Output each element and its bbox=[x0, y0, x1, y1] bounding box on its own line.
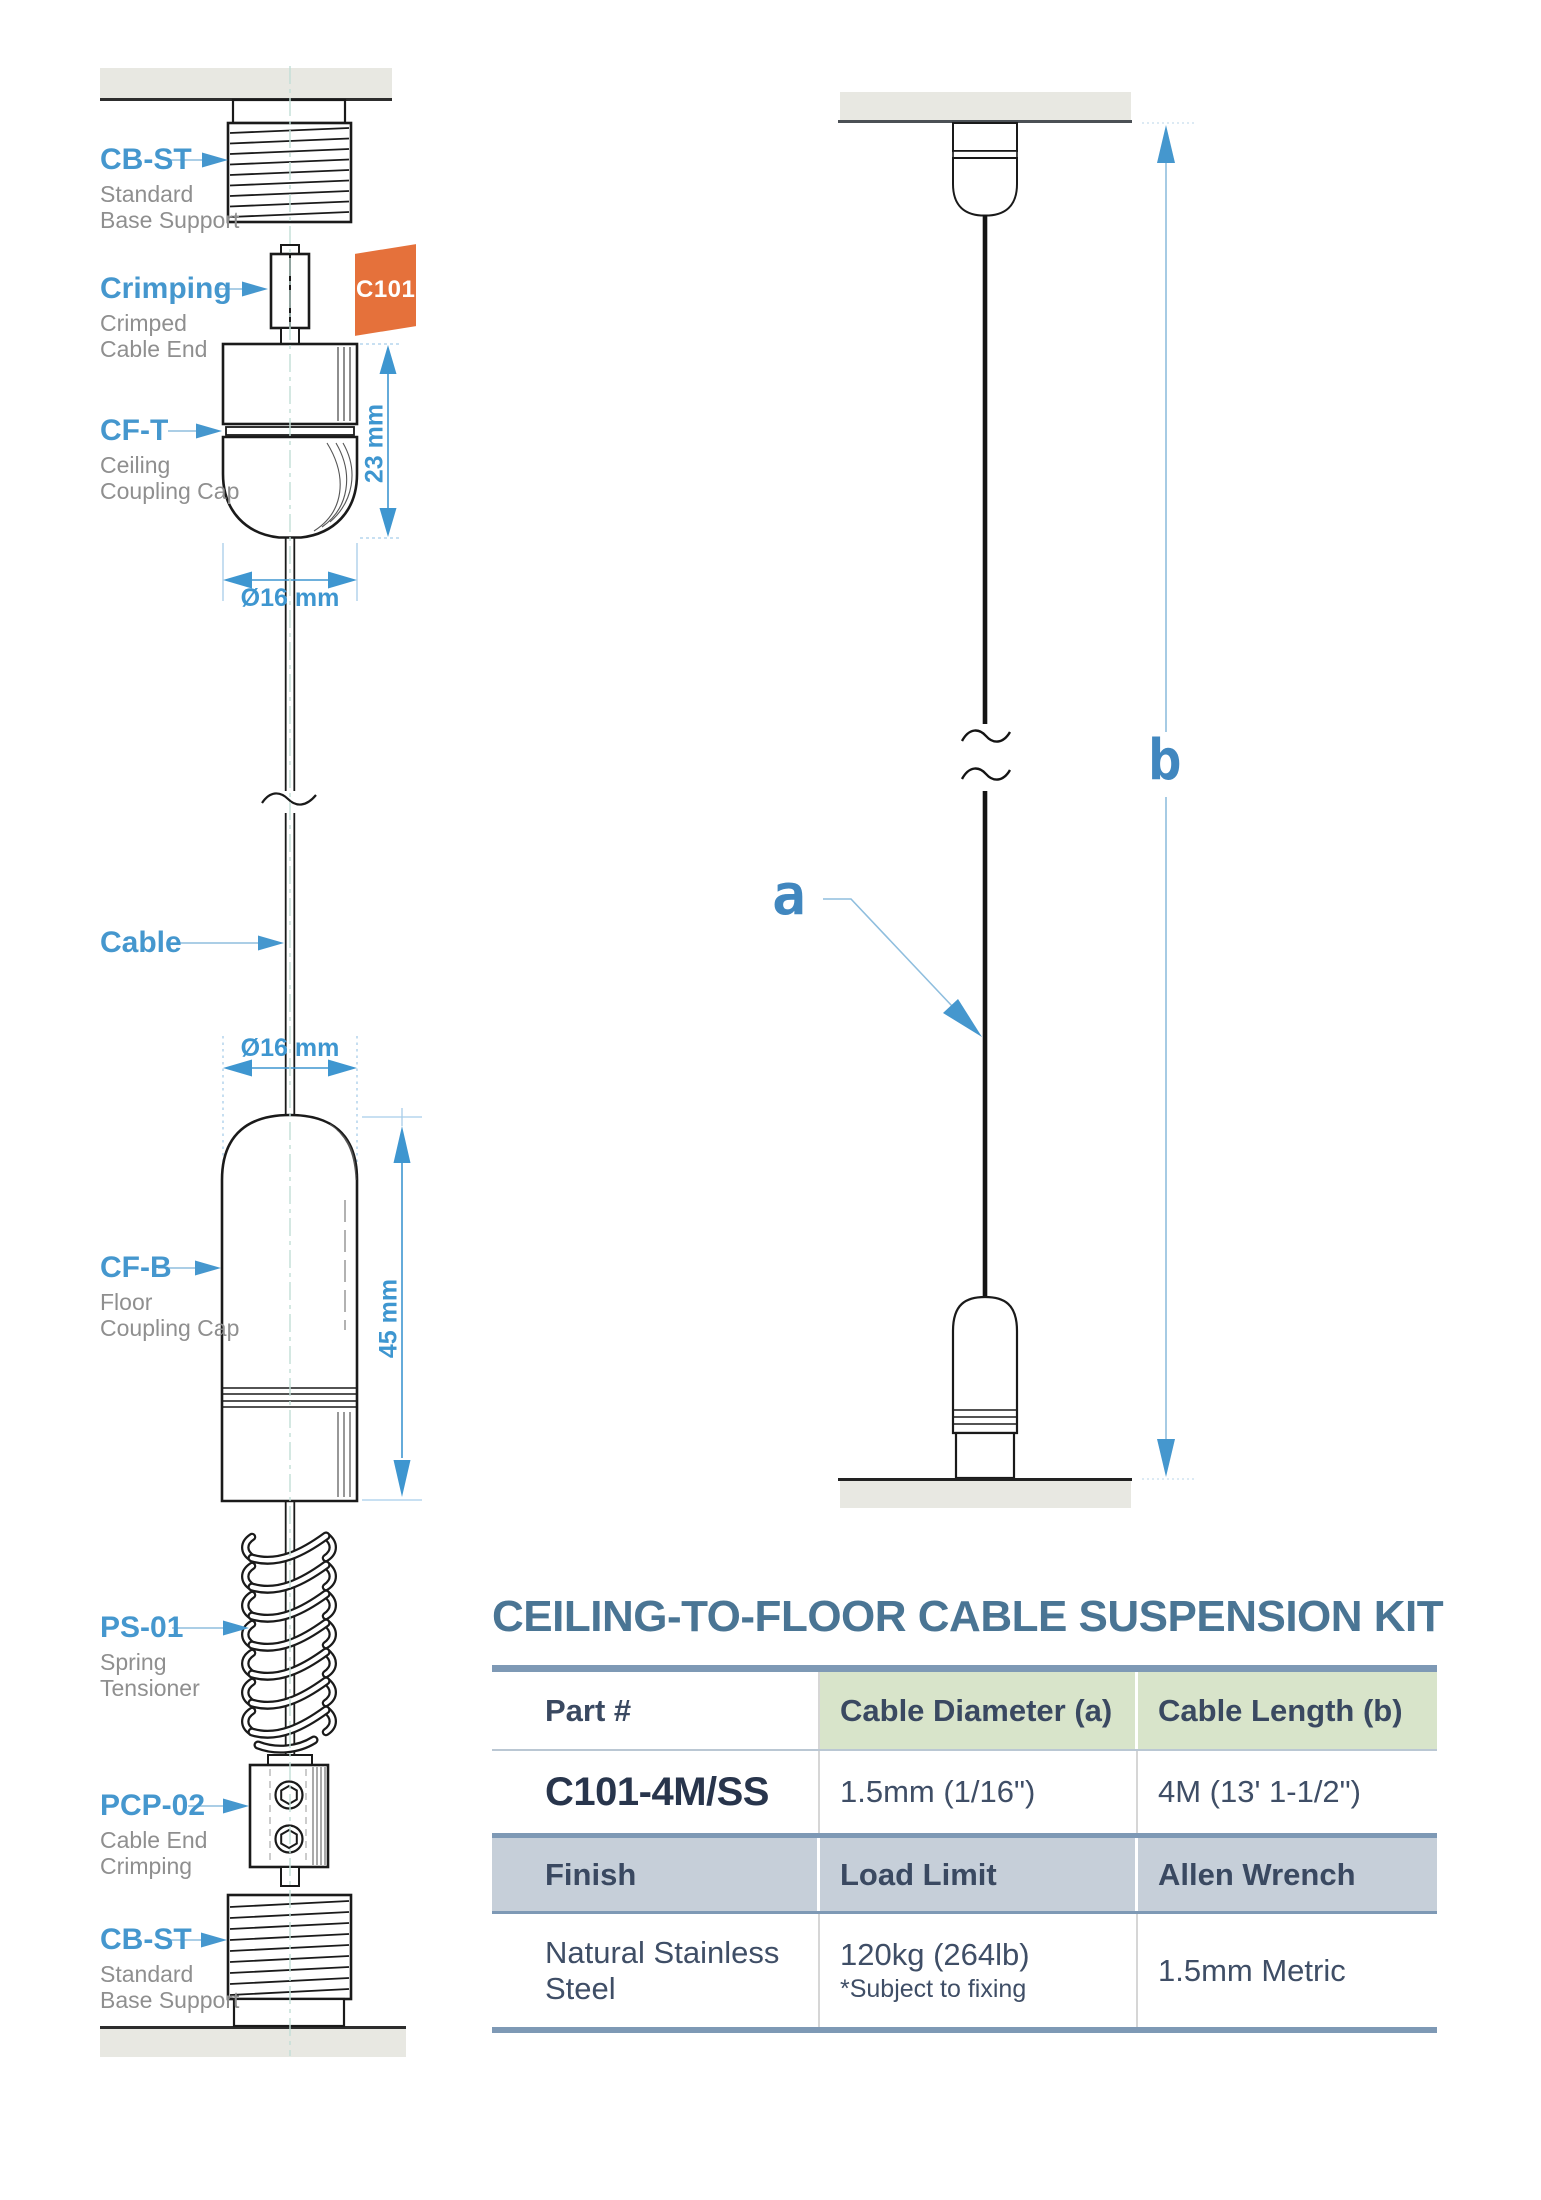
table-title: CEILING-TO-FLOOR CABLE SUSPENSION KIT bbox=[492, 1592, 1444, 1641]
cable-drawing bbox=[261, 537, 317, 1118]
dim-23mm bbox=[360, 343, 402, 539]
part-code: PCP-02 bbox=[100, 1789, 206, 1822]
c101-tag-text: C101 bbox=[355, 276, 416, 303]
ceiling-slab-right bbox=[838, 92, 1132, 123]
dim-23mm-text: 23 mm bbox=[360, 403, 389, 484]
table-top-bar bbox=[492, 1665, 1437, 1672]
load-limit-note: *Subject to fixing bbox=[840, 1975, 1027, 2003]
bottom-fitting-drawing bbox=[951, 1295, 1019, 1480]
callout-b: b bbox=[1140, 733, 1190, 789]
dim-45mm-text: 45 mm bbox=[374, 1278, 403, 1359]
table-data-row-2: Natural Stainless Steel 120kg (264lb) *S… bbox=[492, 1914, 1437, 2027]
label-crimping: Crimping Crimped Cable End bbox=[100, 272, 270, 363]
leader-arrows bbox=[158, 152, 284, 1948]
part-code: Crimping bbox=[100, 272, 232, 305]
dim-d16-top-text: Ø16 mm bbox=[240, 584, 340, 612]
dim-b-line bbox=[1142, 122, 1196, 1480]
part-code: CB-ST bbox=[100, 1923, 192, 1956]
lower-cable-drawing bbox=[284, 1501, 296, 1758]
ceiling-slab-left bbox=[100, 68, 392, 101]
load-limit-value: 120kg (264lb) bbox=[840, 1937, 1030, 1972]
base-support-bottom-drawing bbox=[226, 1893, 353, 2028]
table-bottom-bar bbox=[492, 2027, 1437, 2033]
header-finish: Finish bbox=[545, 1856, 637, 1892]
part-code: CF-T bbox=[100, 414, 169, 447]
dim-45mm bbox=[362, 1108, 422, 1501]
label-floor-cap: CF-B Floor Coupling Cap bbox=[100, 1251, 270, 1342]
callout-a: a bbox=[772, 863, 806, 928]
finish-value: Natural Stainless Steel bbox=[545, 1934, 780, 2006]
header-cable-diameter: Cable Diameter (a) bbox=[840, 1692, 1113, 1728]
leader-a bbox=[823, 898, 982, 1037]
spec-table: Part # Cable Diameter (a) Cable Length (… bbox=[492, 1665, 1437, 2033]
table-data-row-1: C101-4M/SS 1.5mm (1/16") 4M (13' 1-1/2") bbox=[492, 1751, 1437, 1833]
table-header-row-1: Part # Cable Diameter (a) Cable Length (… bbox=[492, 1672, 1437, 1749]
label-ceiling-cap: CF-T Ceiling Coupling Cap bbox=[100, 414, 270, 505]
hanging-cable-drawing bbox=[960, 215, 1012, 1298]
part-code: Cable bbox=[100, 926, 182, 959]
top-fitting-drawing bbox=[952, 122, 1018, 217]
label-cable-end-crimping: PCP-02 Cable End Crimping bbox=[100, 1789, 270, 1880]
header-load-limit: Load Limit bbox=[840, 1856, 997, 1892]
dim-diameter-bottom bbox=[222, 1036, 358, 1180]
header-part: Part # bbox=[545, 1692, 632, 1728]
label-spring-tensioner: PS-01 Spring Tensioner bbox=[100, 1611, 270, 1702]
label-cable: Cable bbox=[100, 927, 270, 964]
table-mid-bar bbox=[492, 1833, 1437, 1838]
part-code: CF-B bbox=[100, 1251, 172, 1284]
cable-diameter-value: 1.5mm (1/16") bbox=[840, 1774, 1036, 1809]
header-allen-wrench: Allen Wrench bbox=[1158, 1856, 1356, 1892]
dim-d16-bottom-text: Ø16 mm bbox=[240, 1034, 340, 1062]
label-base-support-bottom: CB-ST Standard Base Support bbox=[100, 1923, 270, 2014]
floor-slab-right bbox=[838, 1478, 1132, 1508]
header-cable-length: Cable Length (b) bbox=[1158, 1692, 1403, 1728]
allen-wrench-value: 1.5mm Metric bbox=[1158, 1952, 1346, 1988]
c101-tag: C101 bbox=[355, 244, 416, 336]
part-number: C101-4M/SS bbox=[545, 1769, 769, 1814]
table-mid-bar-2 bbox=[492, 1911, 1437, 1914]
cable-length-value: 4M (13' 1-1/2") bbox=[1158, 1774, 1361, 1809]
part-code: CB-ST bbox=[100, 143, 192, 176]
floor-slab-left bbox=[100, 2026, 406, 2057]
table-header-row-2: Finish Load Limit Allen Wrench bbox=[492, 1838, 1437, 1911]
label-base-support-top: CB-ST Standard Base Support bbox=[100, 143, 270, 234]
table-separator bbox=[492, 1749, 1437, 1751]
part-code: PS-01 bbox=[100, 1611, 184, 1644]
